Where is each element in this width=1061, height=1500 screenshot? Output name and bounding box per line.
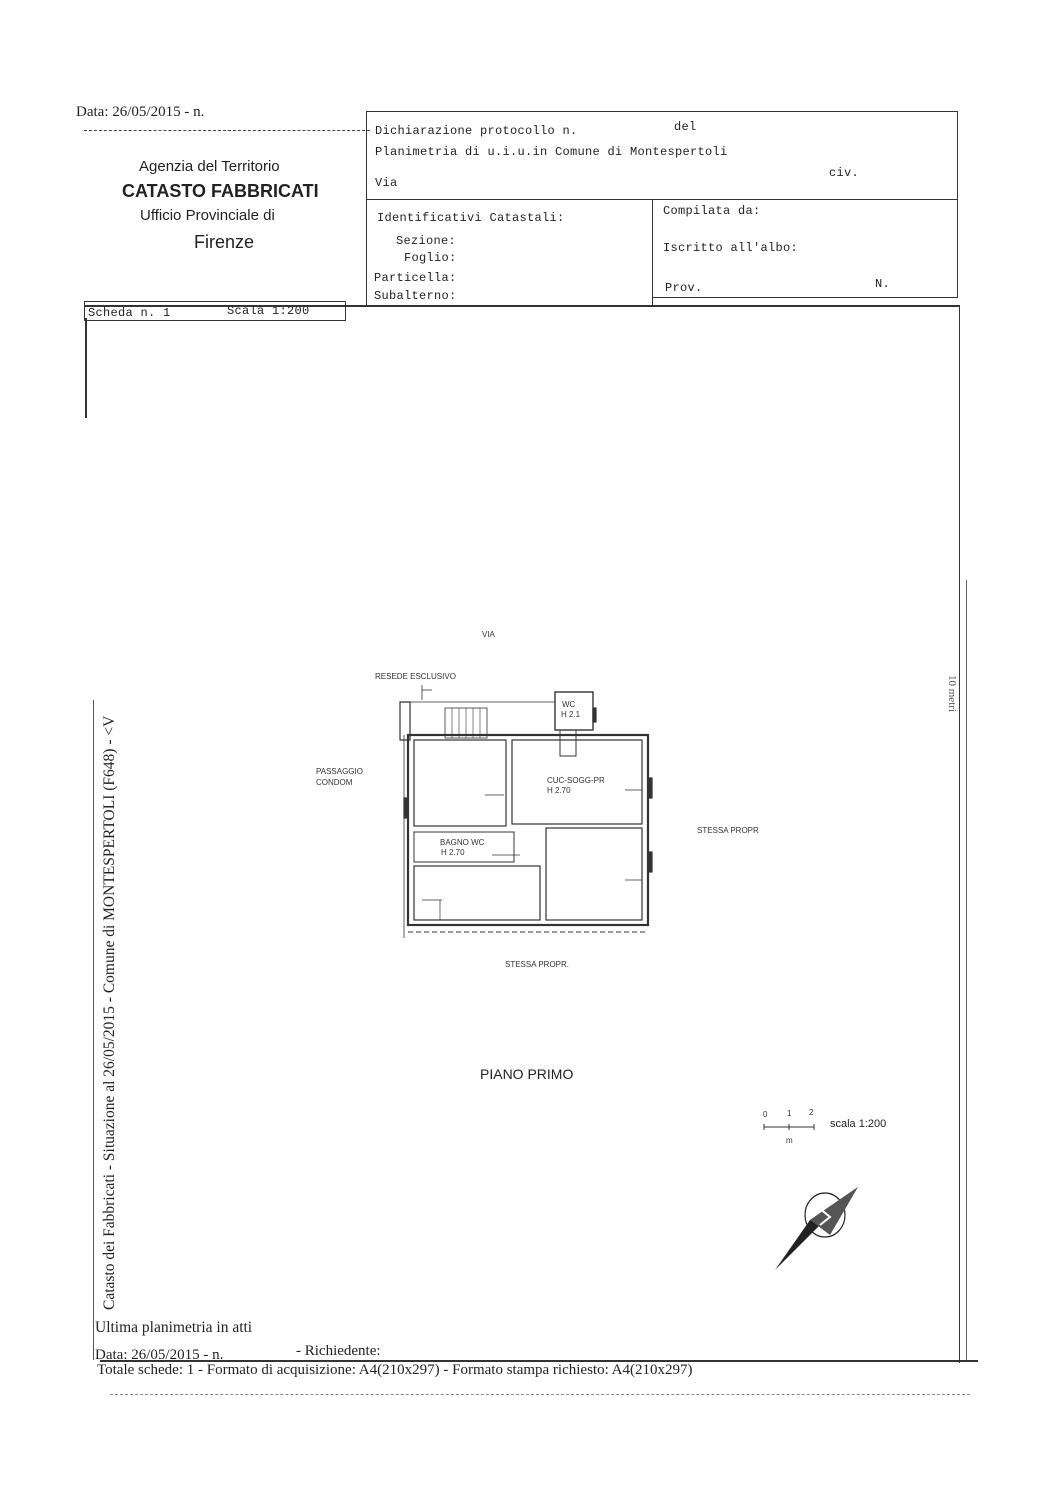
compilata-label: Compilata da: (663, 204, 761, 218)
subalterno-label: Subalterno: (374, 289, 457, 303)
footer-data: Data: 26/05/2015 - n. (95, 1347, 224, 1363)
scale-tick-1: 1 (787, 1109, 792, 1118)
scheda-label: Scheda n. 1 (88, 306, 171, 320)
cuc-label-1: CUC-SOGG-PR (547, 776, 605, 785)
compilata-box (652, 199, 958, 298)
civ-label: civ. (829, 166, 860, 180)
passaggio-label-1: PASSAGGIO (316, 767, 363, 776)
wc-label-1: WC (562, 700, 576, 709)
frame-left-mid (93, 700, 94, 1360)
drawing-frame (84, 305, 960, 1363)
city-name: Firenze (194, 232, 255, 252)
scale-bar (763, 1124, 815, 1130)
scale-unit: m (786, 1136, 793, 1145)
side-catasto-text: Catasto dei Fabbricati - Situazione al 2… (101, 715, 118, 1310)
prov-label: Prov. (665, 281, 703, 295)
north-arrow-icon (775, 1187, 858, 1270)
floor-label: PIANO PRIMO (480, 1066, 574, 1082)
scale-label: scala 1:200 (830, 1118, 887, 1130)
iscritto-label: Iscritto all'albo: (663, 241, 799, 255)
top-date: Data: 26/05/2015 - n. (76, 104, 205, 120)
stessa-right-label: STESSA PROPR (697, 826, 759, 835)
frame-right-outer (966, 580, 967, 1360)
bagno-label-1: BAGNO WC (440, 838, 485, 847)
scale-tick-0: 0 (763, 1110, 768, 1119)
sezione-label: Sezione: (396, 234, 457, 248)
del-label: del (674, 120, 697, 134)
n-label: N. (875, 277, 891, 291)
frame-bottom-dashed (110, 1394, 970, 1395)
frame-left-top (85, 318, 87, 418)
frame-bottom (100, 1360, 978, 1362)
floor-plan (399, 685, 653, 938)
stessa-bottom-label: STESSA PROPR. (505, 960, 570, 969)
scale-tick-2: 2 (809, 1108, 814, 1117)
header-top-line (84, 130, 370, 131)
passaggio-label-2: CONDOM (316, 778, 353, 787)
ufficio-label: Ufficio Provinciale di (140, 207, 275, 224)
via-label: Via (375, 176, 398, 190)
scheda-box (84, 301, 346, 321)
identificativi-title: Identificativi Catastali: (377, 211, 565, 225)
footer-richiedente: - Richiedente: (296, 1343, 381, 1359)
catasto-title: CATASTO FABBRICATI (122, 181, 319, 201)
foglio-label: Foglio: (404, 251, 457, 265)
wc-label-2: H 2.1 (561, 710, 581, 719)
cuc-label-2: H 2.70 (547, 786, 571, 795)
side-right-text: 10 metri (946, 675, 958, 712)
footer-ultima: Ultima planimetria in atti (95, 1319, 253, 1336)
protocol-label: Dichiarazione protocollo n. (375, 124, 578, 138)
agency-name: Agenzia del Territorio (139, 158, 280, 175)
resede-label: RESEDE ESCLUSIVO (375, 672, 456, 681)
footer-totale: Totale schede: 1 - Formato di acquisizio… (97, 1362, 693, 1378)
planimetria-label: Planimetria di u.i.u.in Comune di Montes… (375, 145, 728, 159)
via-plan-label: VIA (482, 630, 495, 639)
bagno-label-2: H 2.70 (441, 848, 465, 857)
particella-label: Particella: (374, 271, 457, 285)
scala-label: Scala 1:200 (227, 304, 310, 318)
